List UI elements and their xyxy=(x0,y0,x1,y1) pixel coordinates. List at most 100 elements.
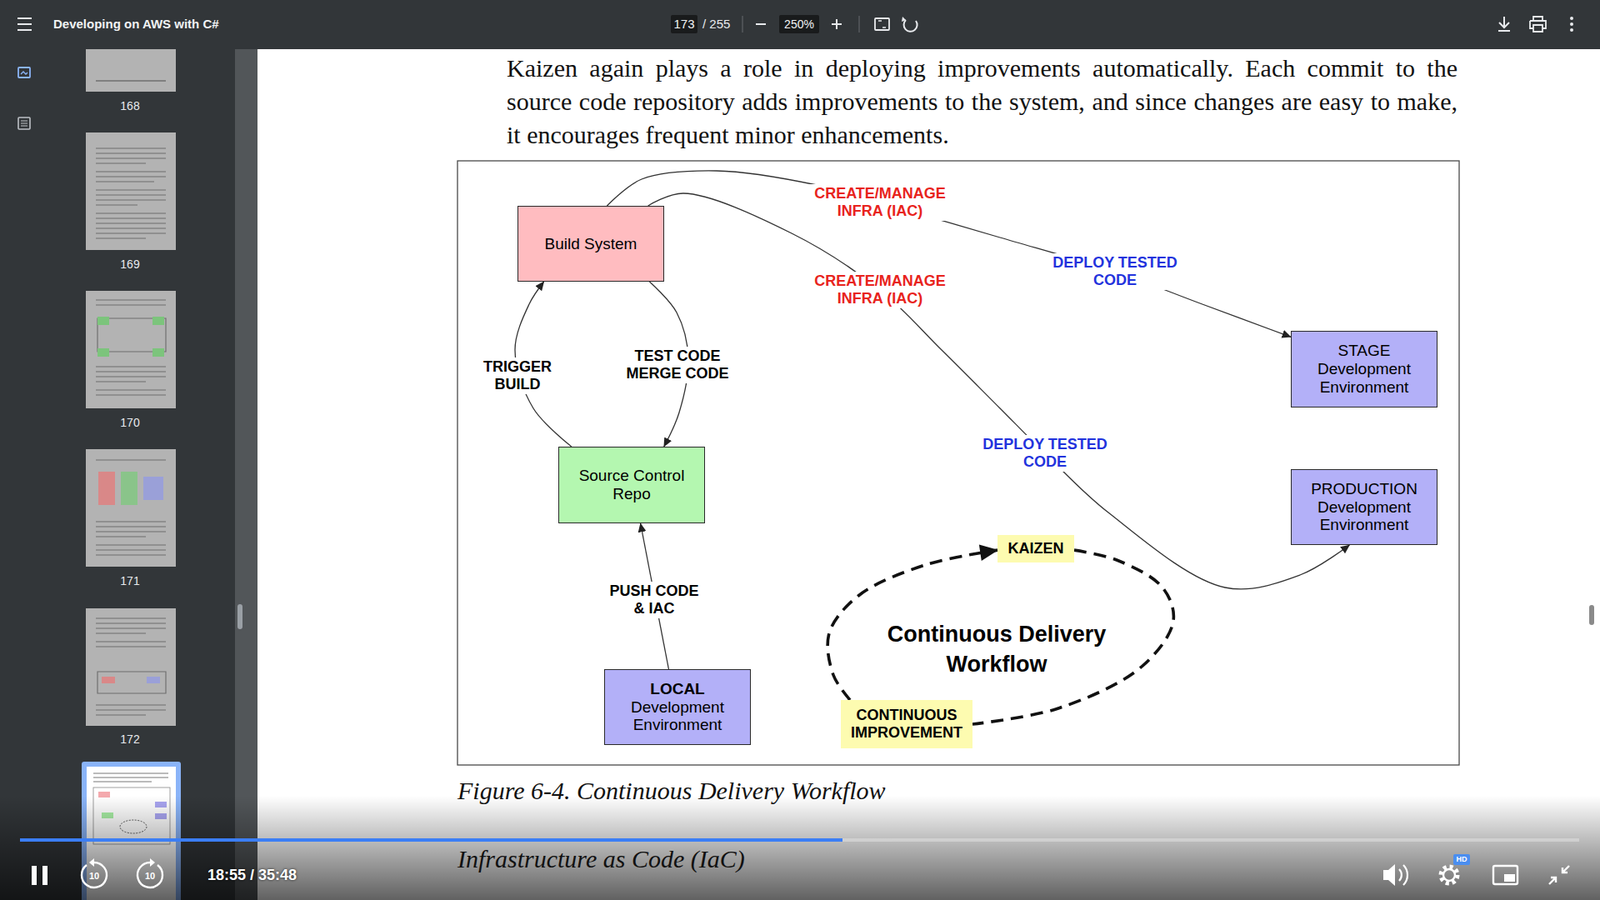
node-title: Source Control Repo xyxy=(567,466,696,504)
viewer-toolbar xyxy=(0,0,1600,50)
page-thumbnail xyxy=(85,449,176,567)
page-count: / 255 xyxy=(702,16,730,31)
figure-caption: Figure 6-4. Continuous Delivery Workflow xyxy=(457,776,886,805)
thumbnail-page-number: 168 xyxy=(120,99,140,113)
node-title: CONTINUOUS IMPROVEMENT xyxy=(847,706,966,741)
volume-icon xyxy=(1399,865,1408,885)
edge-annotation: CREATE/MANAGE INFRA (IAC) xyxy=(800,271,960,308)
thumbnail-box xyxy=(97,348,110,357)
edge-label: TEST CODE MERGE CODE xyxy=(619,346,736,383)
workflow-title: Continuous Delivery Workflow xyxy=(871,619,1122,680)
node-title: Build System xyxy=(545,235,638,254)
node-title: PRODUCTION xyxy=(1310,480,1418,499)
page-scroll-handle xyxy=(1589,605,1595,625)
thumbnail-lines xyxy=(95,618,166,715)
rotate-icon xyxy=(901,16,906,22)
thumbnail-lines xyxy=(95,80,166,82)
exit-fullscreen-icon xyxy=(1549,865,1570,885)
thumbnail-page-number: 171 xyxy=(120,574,140,588)
print-icon xyxy=(1530,16,1546,32)
environment-box: STAGEDevelopment Environment xyxy=(1290,330,1438,408)
more-icon xyxy=(1570,16,1574,20)
page-thumbnail xyxy=(85,608,176,726)
thumbnail-box xyxy=(97,316,110,325)
document-title: Developing on AWS with C# xyxy=(53,16,220,31)
thumbnail-page-number: 169 xyxy=(120,257,140,271)
more-icon xyxy=(1570,28,1574,32)
process-box: Build System xyxy=(517,205,665,282)
node-body: Development Environment xyxy=(613,698,742,735)
pip-icon xyxy=(1493,865,1518,885)
settings-icon xyxy=(1440,866,1458,884)
thumbnail-box xyxy=(152,348,165,357)
thumbnail-page-number: 172 xyxy=(120,732,140,746)
page-thumbnail xyxy=(85,132,176,250)
skip-seconds: 10 xyxy=(145,870,155,882)
thumbnail-box xyxy=(152,316,165,325)
process-box: Source Control Repo xyxy=(558,446,705,524)
pdf-page xyxy=(257,49,1600,900)
edge-label: PUSH CODE & IAC xyxy=(605,581,704,618)
download-icon xyxy=(1498,16,1510,31)
thumbnail-box xyxy=(120,471,138,505)
zoom-box xyxy=(779,15,820,34)
forward-icon xyxy=(150,858,155,867)
thumbnail-lines xyxy=(95,148,166,239)
highlight-tag: KAIZEN xyxy=(997,535,1075,563)
thumbnail-lines xyxy=(93,773,169,782)
thumbnail-page-number: 170 xyxy=(120,415,140,430)
node-title: LOCAL xyxy=(650,680,705,699)
skip-seconds: 10 xyxy=(89,870,100,882)
edge-label: DEPLOY TESTED CODE xyxy=(973,435,1117,471)
page-number-box xyxy=(670,15,698,34)
thumbnail-lines xyxy=(95,460,166,555)
progress-buffer xyxy=(20,838,892,842)
node-title: STAGE xyxy=(1338,341,1391,360)
edge-label: DEPLOY TESTED CODE xyxy=(1043,253,1187,290)
node-body: Development Environment xyxy=(1300,360,1429,397)
menu-icon xyxy=(17,18,32,30)
pip-icon xyxy=(1504,874,1515,882)
body-paragraph: Kaizen again plays a role in deploying i… xyxy=(506,51,1458,152)
more-icon xyxy=(1570,22,1574,26)
thumbnail-box xyxy=(146,676,160,684)
environment-box: LOCALDevelopment Environment xyxy=(604,669,751,745)
video-time: 18:55 / 35:48 xyxy=(207,866,297,885)
rewind-icon xyxy=(89,858,95,867)
settings-icon xyxy=(1443,869,1455,881)
fit-page-icon xyxy=(878,20,886,28)
thumbnail-box xyxy=(98,471,115,505)
flow-arrow xyxy=(648,193,1350,590)
toolbar-divider xyxy=(742,15,860,33)
hd-badge xyxy=(1453,854,1470,865)
video-controls-fade xyxy=(0,795,1600,900)
pause-icon xyxy=(31,865,37,885)
zoom-level: 250% xyxy=(784,17,815,31)
page-thumbnail xyxy=(85,49,176,92)
progress-track xyxy=(20,838,1580,842)
edge-label: TRIGGER BUILD xyxy=(474,357,561,394)
page-number: 173 xyxy=(673,16,695,31)
thumbnail-lines xyxy=(95,300,166,352)
thumbnail-lines xyxy=(95,366,166,395)
progress-played xyxy=(20,838,843,842)
highlight-tag: CONTINUOUS IMPROVEMENT xyxy=(840,700,973,749)
page-thumbnail xyxy=(85,290,176,409)
edge-annotation: CREATE/MANAGE INFRA (IAC) xyxy=(800,184,960,220)
pause-icon xyxy=(42,865,48,885)
quality-badge: HD xyxy=(1456,855,1468,864)
zoom-out-icon xyxy=(755,23,766,25)
flow-arrow xyxy=(606,170,1291,337)
volume-icon xyxy=(1383,864,1395,886)
outline-icon xyxy=(20,120,28,126)
thumbnails-icon xyxy=(20,71,28,75)
node-title: KAIZEN xyxy=(1008,540,1065,558)
outline-icon xyxy=(18,117,30,130)
thumbnail-box xyxy=(143,476,164,500)
thumbnails-icon xyxy=(18,67,30,78)
thumbnail-box xyxy=(101,676,115,684)
fit-page-icon xyxy=(875,18,890,30)
environment-box: PRODUCTIONDevelopment Environment xyxy=(1290,469,1438,545)
